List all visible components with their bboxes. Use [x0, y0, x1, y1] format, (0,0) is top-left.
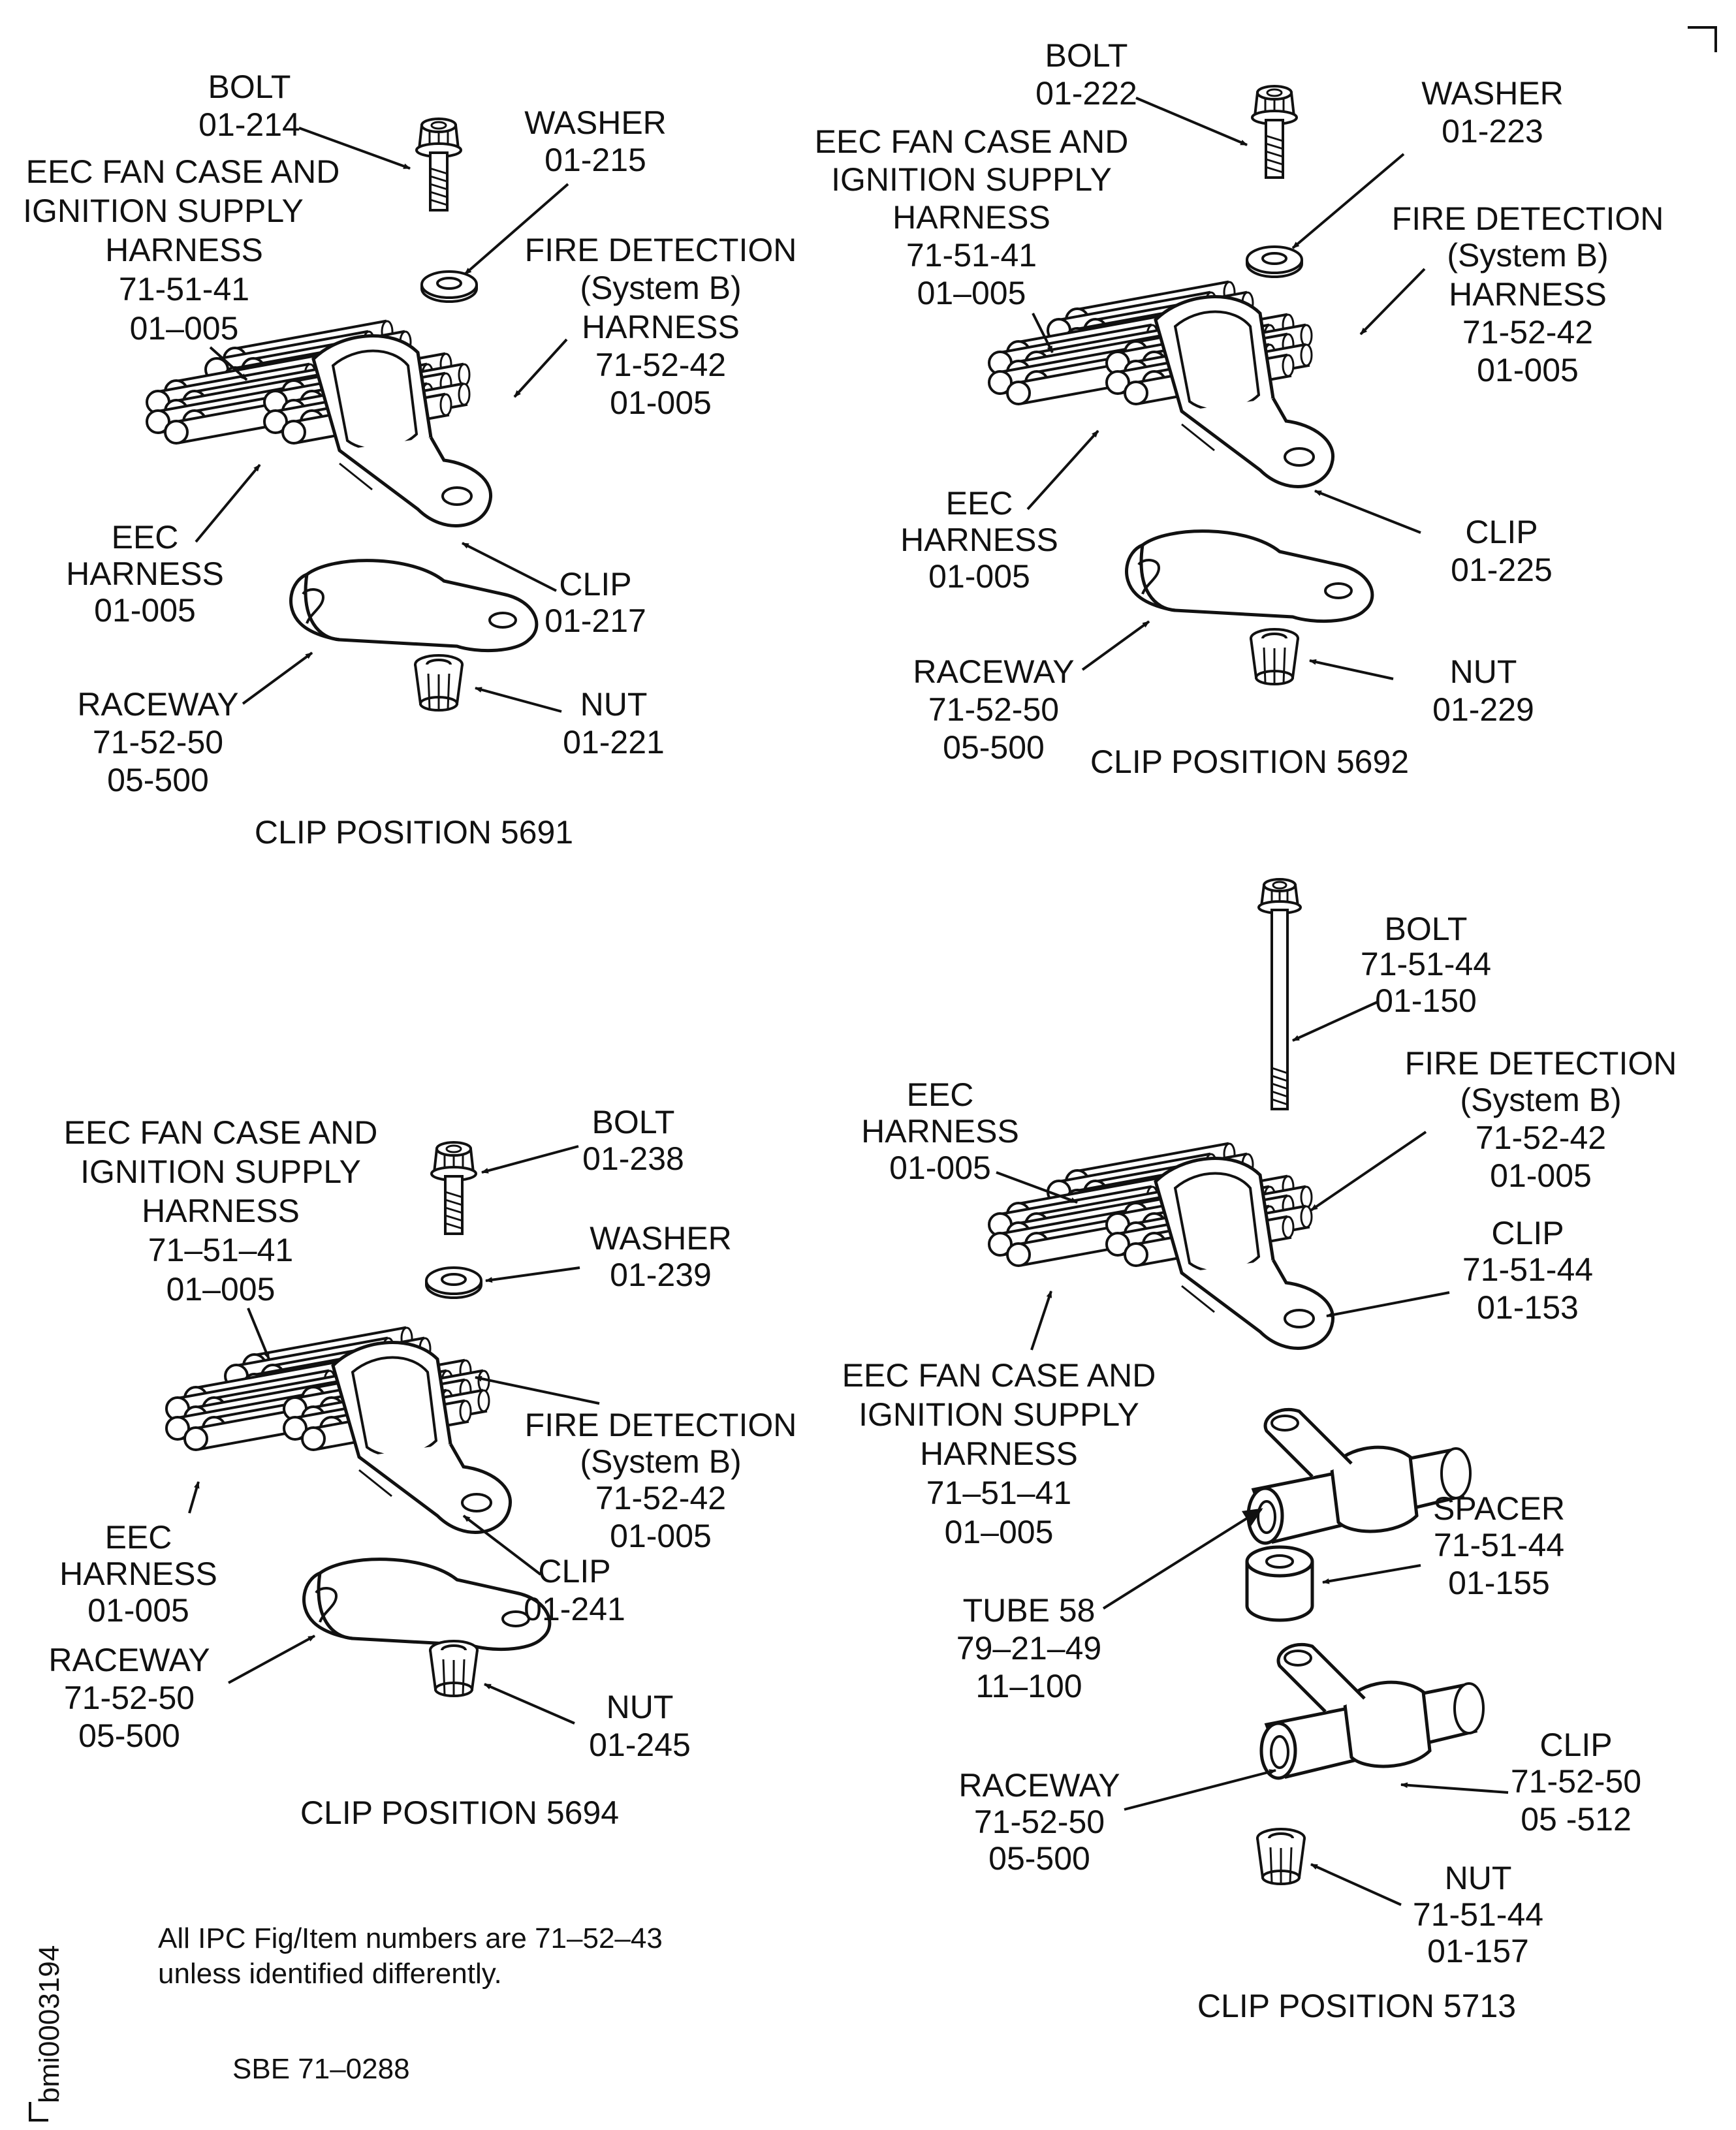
washer-part-5694 [425, 1266, 482, 1299]
bolt-part-5694 [430, 1141, 477, 1235]
nut-part-5692 [1250, 628, 1299, 685]
bolt-part-5713 [1257, 878, 1302, 1110]
nut-part-5713 [1256, 1828, 1306, 1885]
spacer-part-5713 [1245, 1545, 1314, 1622]
raceway-part-5691 [291, 561, 537, 651]
caption-5692: CLIP POSITION 5692 [1090, 744, 1409, 780]
harness-assembly-5713 [989, 1144, 1333, 1348]
raceway-part-5692 [1127, 531, 1372, 621]
caption-5694: CLIP POSITION 5694 [300, 1794, 619, 1831]
harness-assembly-5692 [989, 282, 1333, 486]
harness-assembly-5691 [147, 321, 491, 525]
caption-5691: CLIP POSITION 5691 [255, 814, 573, 851]
washer-part-5691 [420, 270, 478, 303]
washer-part-5692 [1246, 245, 1303, 278]
nut-part-5694 [429, 1640, 479, 1697]
nut-part-5691 [414, 654, 464, 712]
harness-assembly-5694 [166, 1328, 511, 1532]
bolt-part-5691 [415, 117, 462, 211]
raceway-part-5694 [304, 1559, 550, 1650]
image-id-label: bmi0003194 [33, 1945, 65, 2103]
sbe-reference: SBE 71–0288 [232, 2053, 410, 2085]
bolt-part-5692 [1251, 85, 1298, 179]
caption-5713: CLIP POSITION 5713 [1197, 1988, 1516, 2024]
tube-lower-part-5713 [1261, 1644, 1483, 1778]
